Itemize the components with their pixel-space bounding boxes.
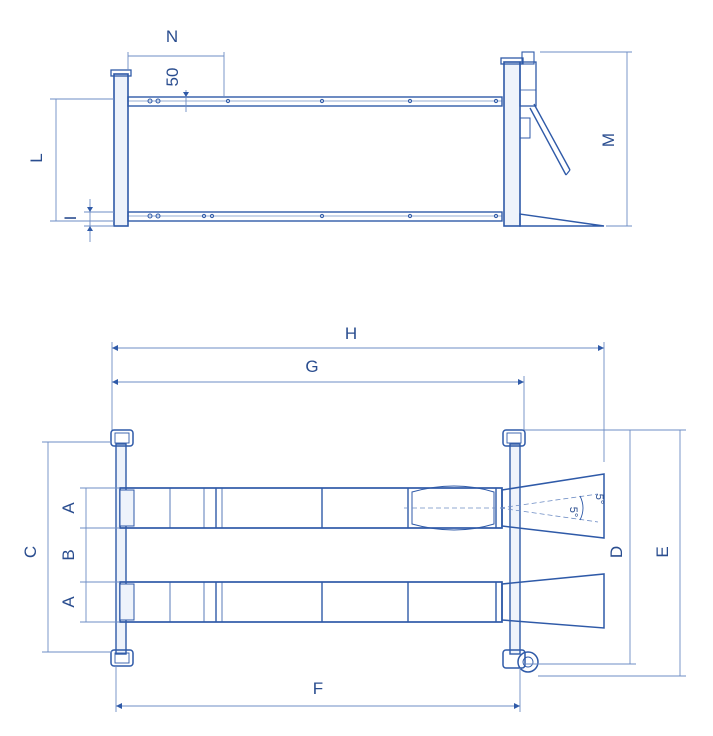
post-front-left: [110, 429, 134, 447]
label-i: I: [61, 216, 80, 221]
dimension-c: C: [21, 441, 112, 653]
ramp-lower: [501, 573, 605, 629]
dimension-l: L: [27, 98, 114, 222]
dimension-d: D: [524, 429, 636, 665]
right-cross-beam: [509, 443, 521, 655]
runway-upper: [119, 485, 503, 531]
lower-platform: [127, 211, 503, 222]
post-rear-left: [110, 649, 134, 667]
label-d: D: [607, 546, 626, 558]
left-cross-beam: [115, 443, 127, 655]
label-50: 50: [163, 68, 182, 87]
post-front-right: [502, 429, 526, 447]
label-n: N: [166, 27, 178, 46]
label-l: L: [27, 153, 46, 162]
runway-lower: [119, 581, 503, 623]
dimension-g: G: [112, 357, 525, 430]
label-h: H: [345, 324, 357, 343]
top-view: H G: [21, 324, 686, 712]
ramp-upper: [501, 473, 605, 539]
left-post: [113, 73, 129, 227]
dimension-i: I: [61, 199, 114, 242]
dimension-e: E: [538, 429, 686, 677]
label-b: B: [59, 549, 78, 560]
label-e: E: [653, 546, 672, 557]
side-view: N 50 L I M: [27, 27, 632, 242]
label-m: M: [599, 133, 618, 147]
angle-indicator: 5° 5°: [499, 493, 605, 523]
label-a-lower: A: [59, 596, 78, 608]
ramp-arm: [529, 103, 571, 176]
label-angle-upper: 5°: [593, 494, 605, 505]
upper-platform: [127, 96, 503, 107]
power-unit: [519, 51, 537, 139]
left-post-cap: [110, 69, 132, 77]
dimension-f: F: [115, 666, 521, 712]
label-a-upper: A: [59, 502, 78, 514]
label-f: F: [313, 679, 323, 698]
label-g: G: [305, 357, 318, 376]
post-rear-right: [502, 649, 539, 673]
ground-ramp: [519, 213, 605, 227]
right-post: [503, 61, 521, 227]
dimension-50: 50: [163, 68, 189, 112]
dimension-m: M: [540, 51, 632, 227]
dimension-a-b-a: A B A: [59, 487, 120, 623]
dimension-h: H: [111, 324, 605, 462]
label-c: C: [21, 546, 40, 558]
label-angle-lower: 5°: [567, 507, 579, 518]
dimension-n: N: [127, 27, 225, 97]
